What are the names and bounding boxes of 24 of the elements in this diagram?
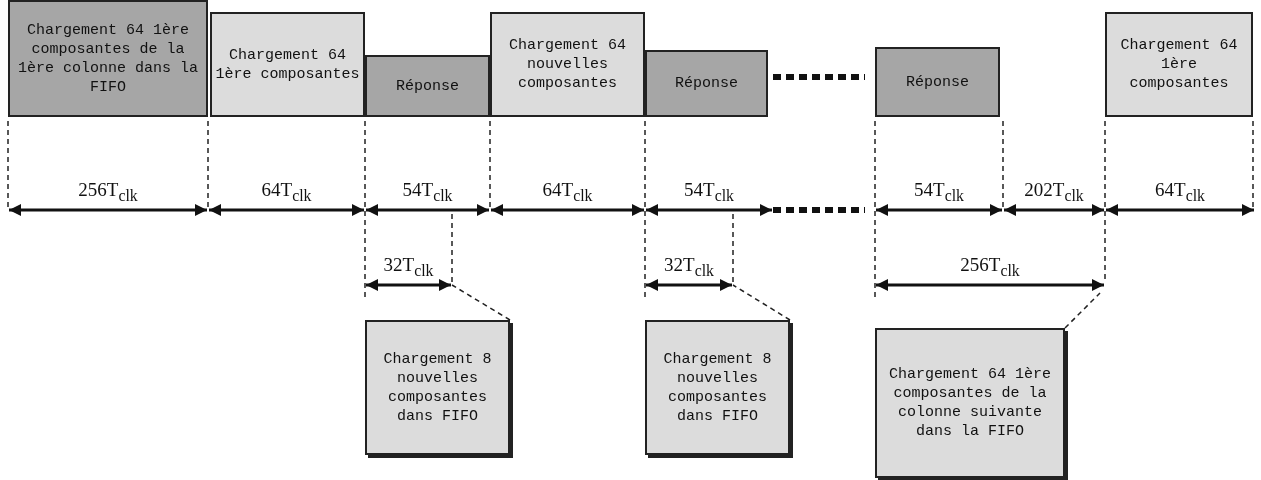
- timeline-box: Réponse: [365, 55, 490, 117]
- duration-label: 256T$_{clk}$: [77, 179, 139, 205]
- timeline-box: Chargement 64 nouvelles composantes: [490, 12, 645, 117]
- timeline-box: Réponse: [875, 47, 1000, 117]
- duration-label: 64T$_{clk}$: [1154, 179, 1206, 205]
- timeline-box: Chargement 64 1ère composantes: [210, 12, 365, 117]
- duration-label: 32T$_{clk}$: [382, 254, 435, 280]
- duration-label: 64T$_{clk}$: [541, 179, 594, 205]
- duration-label: 256T$_{clk}$: [959, 254, 1021, 280]
- leader-line: [1064, 292, 1101, 329]
- fifo-load-box: Chargement 8 nouvelles composantes dans FIFO: [645, 320, 790, 455]
- duration-label: 54T$_{clk}$: [683, 179, 735, 205]
- fifo-load-box: Chargement 8 nouvelles composantes dans FIFO: [365, 320, 510, 455]
- duration-label: 54T$_{clk}$: [401, 179, 454, 205]
- fifo-load-box: Chargement 64 1ère composantes de la colonne suivante dans la FIFO: [875, 328, 1065, 478]
- duration-label: 32T$_{clk}$: [663, 254, 715, 280]
- leader-line: [732, 284, 791, 321]
- timeline-box: Chargement 64 1ère composantes de la 1ère colonne dans la FIFO: [8, 0, 208, 117]
- timeline-box: Chargement 64 1ère composantes: [1105, 12, 1253, 117]
- duration-label: 54T$_{clk}$: [913, 179, 965, 205]
- duration-label: 64T$_{clk}$: [260, 179, 313, 205]
- leader-line: [451, 284, 511, 321]
- timeline-box: Réponse: [645, 50, 768, 117]
- duration-label: 202T$_{clk}$: [1023, 179, 1085, 205]
